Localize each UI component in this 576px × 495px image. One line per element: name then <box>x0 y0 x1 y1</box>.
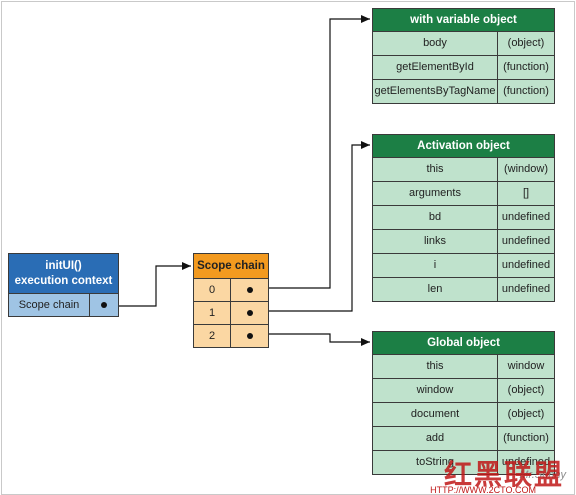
object-row: window (object) <box>373 379 554 403</box>
property-value: (function) <box>503 85 549 97</box>
property-name: getElementById <box>373 56 498 79</box>
scope-pointer <box>231 279 268 301</box>
context-scope-pointer <box>90 294 118 316</box>
object-row: this (window) <box>373 158 554 182</box>
property-name: add <box>373 427 498 450</box>
property-name: getElementsByTagName <box>373 80 498 103</box>
scope-chain-title: Scope chain <box>194 254 268 279</box>
context-to-scope-arrow <box>104 262 191 307</box>
watermark-logo: 红黑联盟 <box>443 459 564 490</box>
property-value: window <box>507 360 545 372</box>
scope-0-arrow <box>247 15 370 289</box>
watermark-credit: Mr.Sunny <box>519 469 566 481</box>
property-value: (window) <box>503 163 548 175</box>
property-name: this <box>373 158 498 181</box>
object-row: document (object) <box>373 403 554 427</box>
execution-context-title: initUI() <box>45 260 82 272</box>
property-name: body <box>373 32 498 55</box>
pointer-dot-icon <box>101 302 107 309</box>
property-name: window <box>373 379 498 402</box>
object-row: toString undefined <box>373 451 554 474</box>
object-row: getElementsByTagName (function) <box>373 80 554 103</box>
object-row: links undefined <box>373 230 554 254</box>
activation-object-table: Activation object this (window) argument… <box>372 134 555 302</box>
property-value: (object) <box>507 384 545 396</box>
object-title: Global object <box>373 332 554 355</box>
execution-context-header: initUI() execution context <box>9 254 118 294</box>
property-name: links <box>373 230 498 253</box>
scope-index: 0 <box>194 279 231 301</box>
scope-pointer <box>231 302 268 324</box>
object-title: Activation object <box>373 135 554 158</box>
property-name: arguments <box>373 182 498 205</box>
scope-chain-box: Scope chain 0 1 2 <box>193 253 269 348</box>
pointer-dot-icon <box>246 310 253 317</box>
property-name: bd <box>373 206 498 229</box>
object-row: add (function) <box>373 427 554 451</box>
property-value: undefined <box>501 259 551 271</box>
property-value: (function) <box>503 61 549 73</box>
object-row: getElementById (function) <box>373 56 554 80</box>
object-row: this window <box>373 355 554 379</box>
property-value: undefined <box>501 283 551 295</box>
object-row: i undefined <box>373 254 554 278</box>
property-name: i <box>373 254 498 277</box>
scope-pointer <box>231 325 268 347</box>
watermark-url: HTTP://WWW.2CTO.COM <box>430 485 536 495</box>
scope-1-arrow <box>247 141 370 312</box>
property-value: [] <box>522 187 530 199</box>
property-name: document <box>373 403 498 426</box>
property-value: undefined <box>501 235 551 247</box>
context-scope-row: Scope chain <box>9 294 118 316</box>
property-value: (object) <box>507 408 545 420</box>
execution-context-subtitle: execution context <box>14 275 113 287</box>
property-value: (object) <box>507 37 545 49</box>
object-row: bd undefined <box>373 206 554 230</box>
object-row: arguments [] <box>373 182 554 206</box>
context-scope-label: Scope chain <box>9 294 90 316</box>
scope-chain-row: 1 <box>194 302 268 325</box>
scope-chain-row: 2 <box>194 325 268 347</box>
scope-2-arrow <box>247 333 370 346</box>
scope-index: 1 <box>194 302 231 324</box>
global-object-table: Global object this window window (object… <box>372 331 555 475</box>
object-row: body (object) <box>373 32 554 56</box>
execution-context-box: initUI() execution context Scope chain <box>8 253 119 317</box>
property-name: this <box>373 355 498 378</box>
pointer-dot-icon <box>246 333 253 340</box>
property-value: undefined <box>501 211 551 223</box>
object-title: with variable object <box>373 9 554 32</box>
property-name: len <box>373 278 498 301</box>
property-value: undefined <box>501 456 551 468</box>
property-name: toString <box>373 451 498 474</box>
property-value: (function) <box>503 432 549 444</box>
pointer-dot-icon <box>246 287 253 294</box>
scope-chain-row: 0 <box>194 279 268 302</box>
scope-index: 2 <box>194 325 231 347</box>
object-row: len undefined <box>373 278 554 301</box>
with-variable-object-table: with variable object body (object) getEl… <box>372 8 555 104</box>
